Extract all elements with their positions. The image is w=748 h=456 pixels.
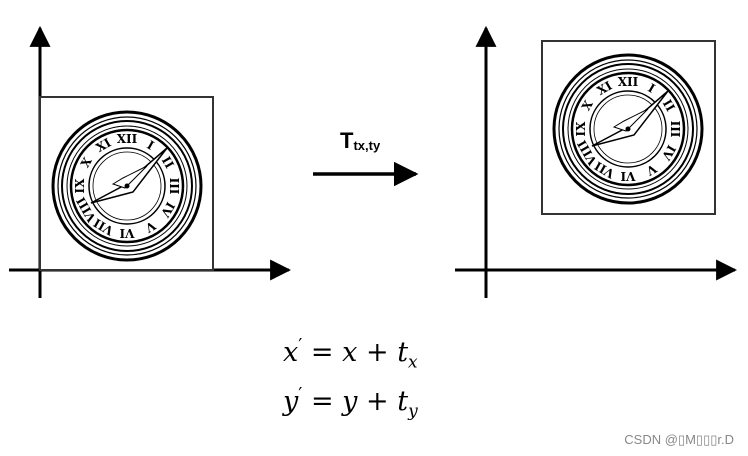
eq-x-var: x [342, 337, 358, 368]
transform-label: Ttx,ty [340, 128, 380, 154]
translated-clock-icon [552, 53, 704, 205]
original-clock-image [39, 96, 214, 271]
eq-x-plus: + [365, 337, 389, 368]
equation-x: x′ = x + tx [283, 335, 503, 372]
eq-y-prime: ′ [298, 384, 303, 405]
original-clock-icon [51, 110, 203, 262]
transform-symbol: T [340, 128, 354, 153]
eq-y-lhs: y [283, 386, 299, 417]
eq-x-subscript: x [408, 352, 418, 373]
eq-x-t: t [397, 337, 409, 368]
eq-x-equals: = [310, 337, 334, 368]
eq-x-prime: ′ [298, 335, 303, 356]
transform-subscript: tx,ty [353, 138, 381, 153]
equation-y: y′ = y + ty [283, 384, 503, 421]
eq-y-subscript: y [408, 401, 418, 422]
eq-y-var: y [342, 386, 358, 417]
translated-clock-image [541, 40, 716, 215]
eq-y-t: t [397, 386, 409, 417]
eq-x-lhs: x [283, 337, 299, 368]
right-axes [455, 25, 738, 298]
eq-y-plus: + [366, 386, 389, 417]
watermark: CSDN @▯M▯▯▯r.D [624, 432, 734, 447]
eq-y-equals: = [310, 386, 334, 417]
